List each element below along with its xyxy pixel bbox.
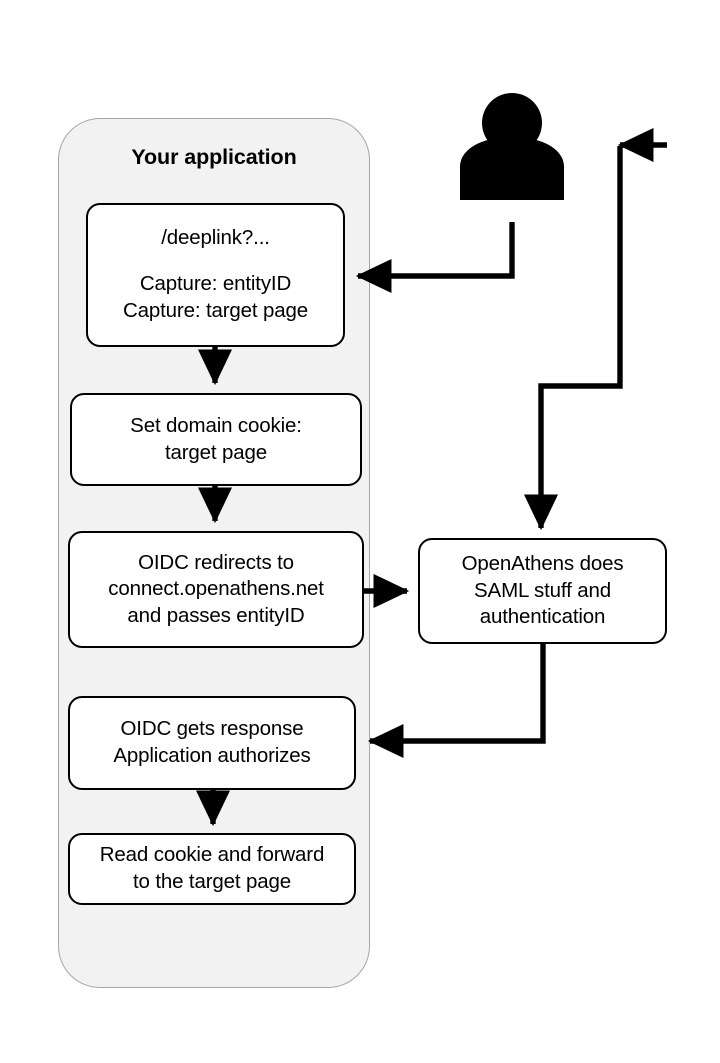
node-set-domain-cookie[interactable]: Set domain cookie: target page <box>70 393 362 486</box>
node-read-cookie-forward-line1: Read cookie and forward <box>99 843 325 867</box>
node-oidc-redirects-line3: and passes entityID <box>127 603 305 627</box>
node-openathens-saml[interactable]: OpenAthens does SAML stuff and authentic… <box>418 538 667 644</box>
node-oidc-redirects-line1: OIDC redirects to <box>138 550 294 574</box>
node-deeplink[interactable]: /deeplink?... Capture: entityID Capture:… <box>86 203 345 347</box>
node-openathens-saml-line2: SAML stuff and <box>474 578 611 602</box>
node-oidc-gets-response[interactable]: OIDC gets response Application authorize… <box>68 696 356 790</box>
node-oidc-gets-response-line2: Application authorizes <box>113 744 311 767</box>
node-oidc-gets-response-line1: OIDC gets response <box>120 717 304 741</box>
group-your-application-label: Your application <box>131 145 297 169</box>
node-openathens-saml-line1: OpenAthens does <box>461 552 624 576</box>
node-deeplink-line2: Capture: entityID <box>139 272 292 296</box>
node-deeplink-line1: /deeplink?... <box>161 226 270 250</box>
node-deeplink-line3: Capture: target page <box>122 299 309 323</box>
edge-user-to-deeplink <box>355 222 515 294</box>
node-read-cookie-forward[interactable]: Read cookie and forward to the target pa… <box>68 833 356 905</box>
edge-openathens-to-oidcresponse <box>367 644 546 759</box>
node-oidc-redirects-line2: connect.openathens.net <box>108 577 324 601</box>
user-person-icon <box>458 92 566 202</box>
node-deeplink-gap <box>94 252 337 271</box>
node-set-domain-cookie-line1: Set domain cookie: <box>130 413 302 437</box>
node-set-domain-cookie-line2: target page <box>164 440 268 464</box>
edge-user-to-openathens <box>523 146 623 531</box>
node-read-cookie-forward-line2: to the target page <box>132 870 291 893</box>
node-oidc-redirects[interactable]: OIDC redirects to connect.openathens.net… <box>68 531 364 648</box>
node-openathens-saml-line3: authentication <box>479 605 606 629</box>
